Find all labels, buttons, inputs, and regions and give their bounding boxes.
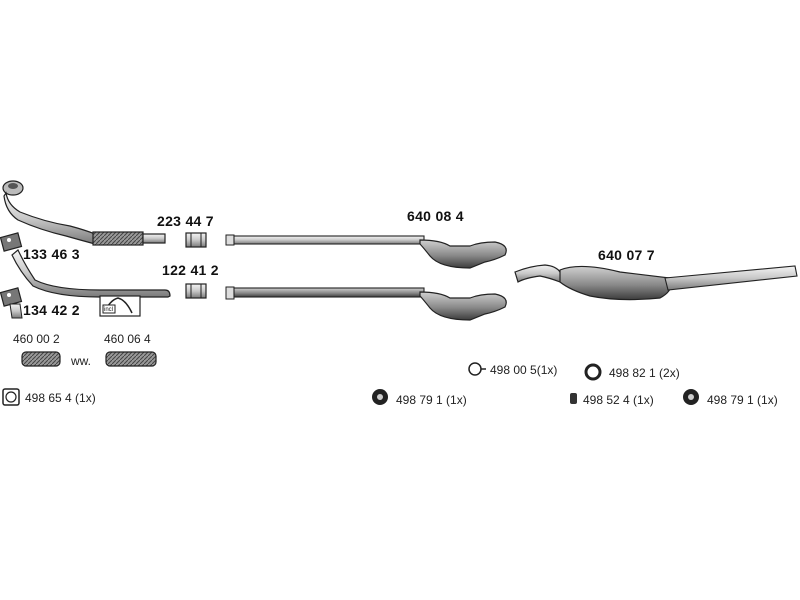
rubber-mount-right-label: 498 79 1 (1x) bbox=[707, 393, 778, 407]
flex-pipe-2-label: 460 06 4 bbox=[104, 332, 151, 346]
gasket-label: 498 65 4 (1x) bbox=[25, 391, 96, 405]
flex-pipe-1-icon bbox=[21, 351, 61, 367]
rubber-mount-center-icon bbox=[372, 389, 388, 405]
front-pipe-label: 133 46 3 bbox=[23, 246, 80, 262]
clamp-upper-label: 223 44 7 bbox=[157, 213, 214, 229]
gasket-icon bbox=[2, 388, 20, 406]
clamp-upper-icon bbox=[185, 232, 207, 248]
flex-pipe-1-label: 460 00 2 bbox=[13, 332, 60, 346]
rubber-ring-icon bbox=[584, 363, 602, 381]
clamp-lower-icon bbox=[185, 283, 207, 299]
flex-pipe-2-icon bbox=[105, 351, 157, 367]
downpipe bbox=[2, 180, 166, 246]
middle-silencer-lower bbox=[225, 286, 507, 321]
middle-silencer-upper bbox=[225, 234, 507, 269]
ring-hanger-label: 498 00 5(1x) bbox=[490, 363, 558, 377]
ring-hanger-icon bbox=[468, 362, 486, 376]
front-pipe-assembly bbox=[0, 232, 171, 298]
inlet-fitting bbox=[99, 295, 141, 317]
rubber-mount-center-label: 498 79 1 (1x) bbox=[396, 393, 467, 407]
middle-silencer-label: 640 08 4 bbox=[407, 208, 464, 224]
front-pipe-alt-label: 134 42 2 bbox=[23, 302, 80, 318]
inlet-badge: incl bbox=[104, 307, 114, 313]
bolt-label: 498 52 4 (1x) bbox=[583, 393, 654, 407]
front-pipe-alt bbox=[0, 287, 23, 319]
rubber-mount-right-icon bbox=[683, 389, 699, 405]
rear-silencer-label: 640 07 7 bbox=[598, 247, 655, 263]
flex-separator: ww. bbox=[71, 354, 92, 368]
rubber-ring-label: 498 82 1 (2x) bbox=[609, 366, 680, 380]
bolt-icon bbox=[570, 393, 577, 404]
clamp-lower-label: 122 41 2 bbox=[162, 262, 219, 278]
rear-silencer bbox=[514, 264, 798, 301]
